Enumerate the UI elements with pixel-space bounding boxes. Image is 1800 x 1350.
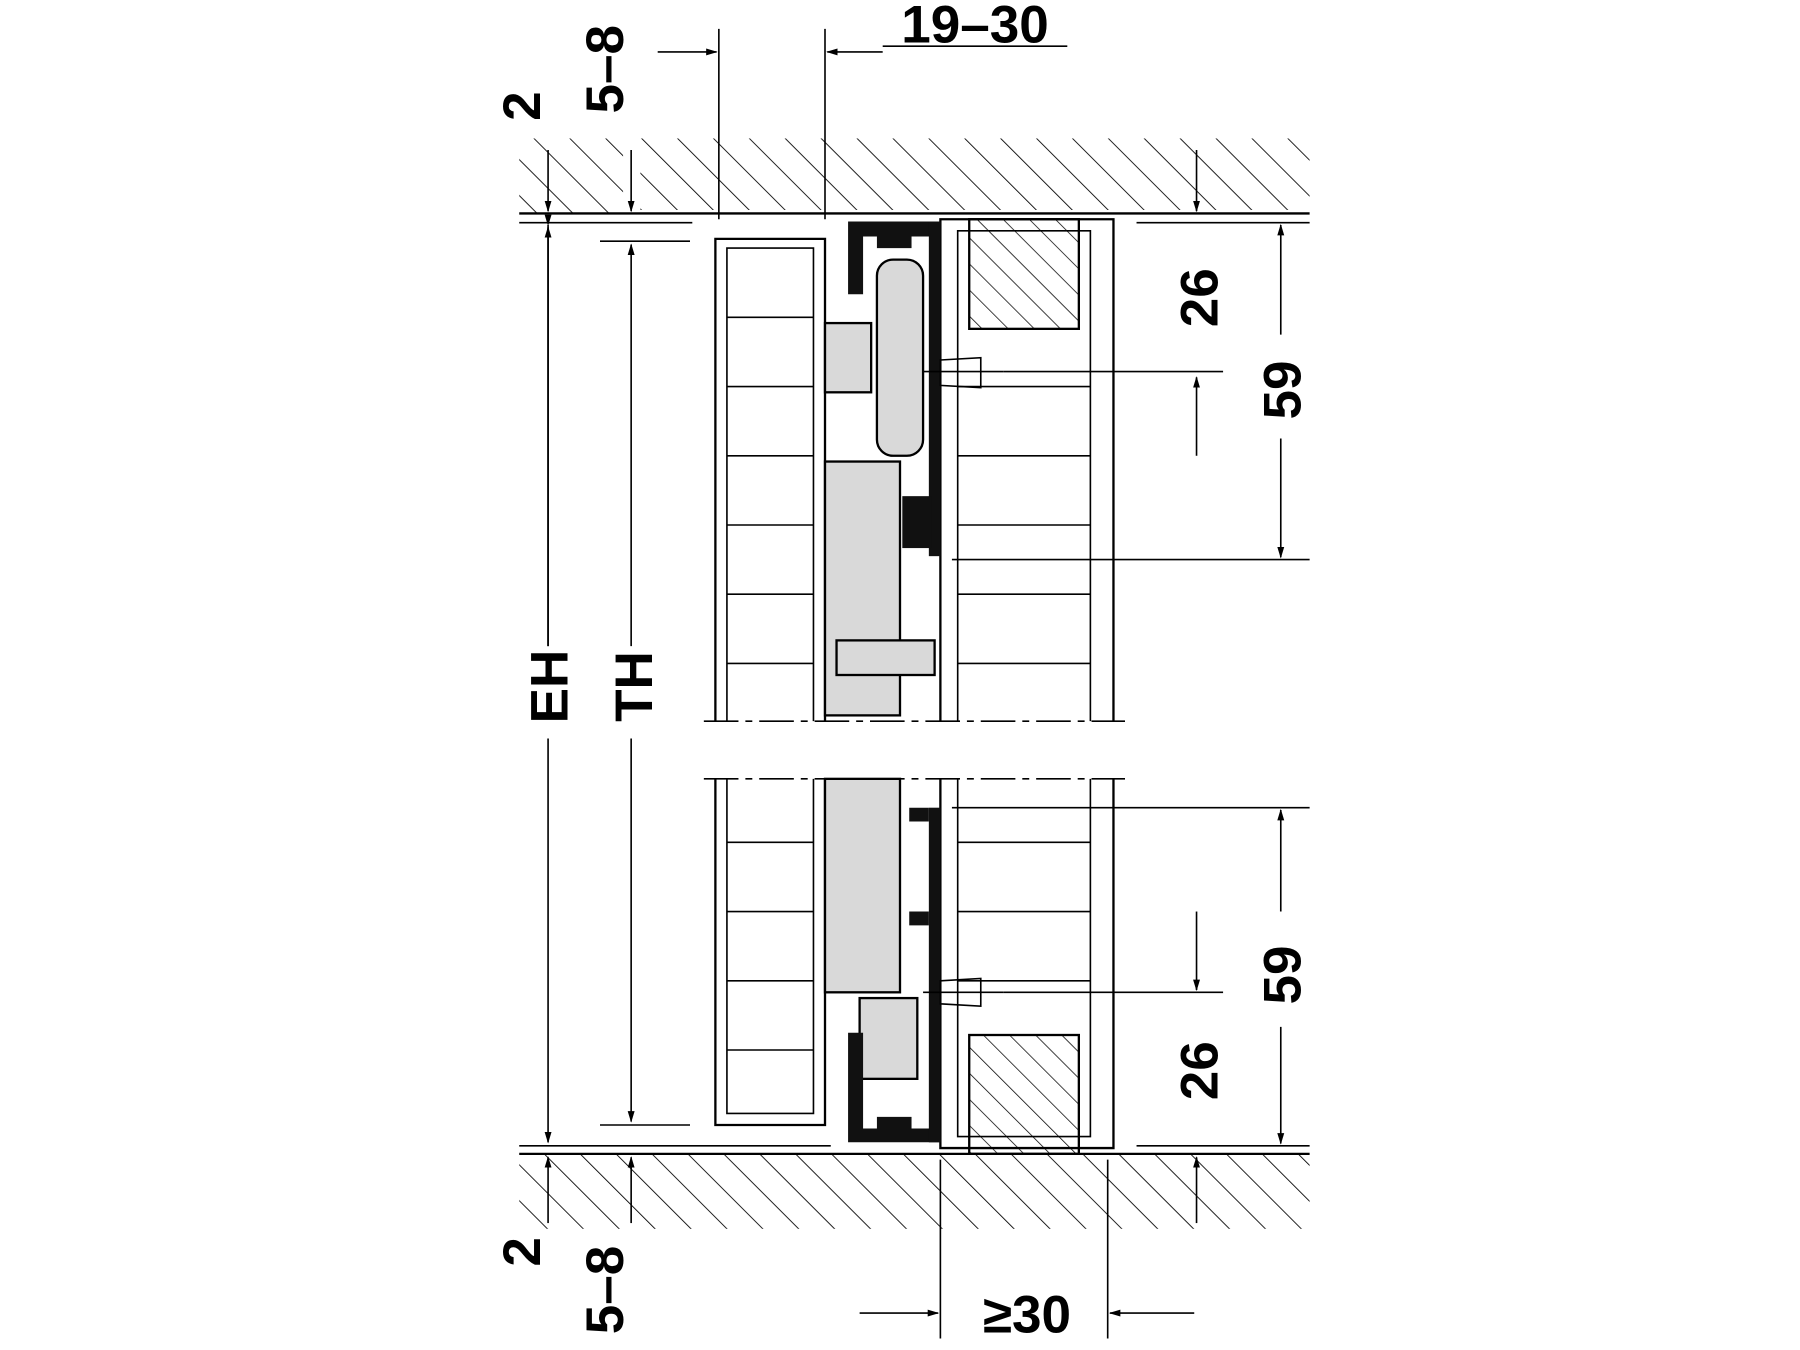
bottom-fixing-label: 59 [1253, 945, 1312, 1004]
floor [519, 1144, 1310, 1229]
top-clearance-label: 5–8 [576, 25, 635, 114]
dimension-lines [544, 28, 1310, 1339]
top-gap-label: 2 [493, 91, 552, 121]
rear-door-panel [939, 218, 1115, 1155]
bottom-block-label: 26 [1170, 1041, 1229, 1100]
top-block-label: 26 [1170, 268, 1229, 327]
min-width-label: ≥30 [983, 1286, 1071, 1345]
bottom-track-hardware [823, 777, 1004, 1143]
bottom-clearance-label: 5–8 [576, 1246, 635, 1335]
track-depth-label: 19–30 [901, 0, 1049, 55]
top-wood-block [968, 218, 1080, 330]
ceiling [519, 138, 1310, 224]
top-fixing-label: 59 [1253, 360, 1312, 419]
top-track-hardware [823, 221, 1004, 717]
bottom-wood-block [968, 1033, 1080, 1155]
eh-label: EH [521, 650, 580, 724]
bottom-gap-label: 2 [493, 1237, 552, 1267]
th-label: TH [605, 651, 664, 722]
